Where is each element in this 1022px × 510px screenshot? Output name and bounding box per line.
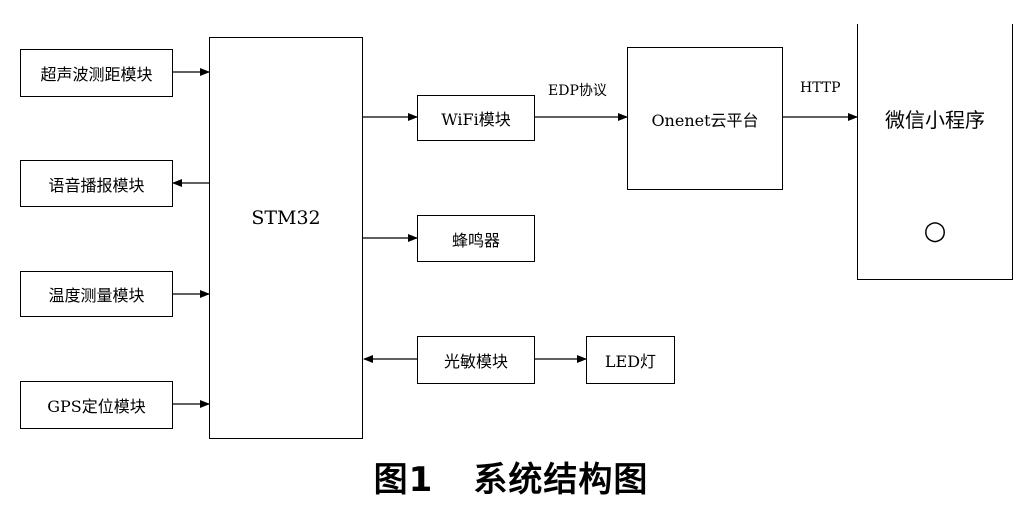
node-gps-label: GPS定位模块 — [47, 397, 146, 416]
node-wifi-label: WiFi模块 — [441, 110, 511, 129]
node-cloud: Onenet云平台 — [627, 47, 783, 190]
node-mini-program: 微信小程序 ○ — [857, 24, 1013, 280]
node-light-sensor: 光敏模块 — [417, 336, 535, 384]
node-mini-program-label: 微信小程序 — [885, 108, 985, 132]
figure-number: 图1 — [373, 460, 434, 500]
node-temperature: 温度测量模块 — [20, 271, 173, 317]
node-mcu: STM32 — [209, 37, 363, 439]
node-ultrasonic: 超声波测距模块 — [20, 49, 173, 97]
node-led: LED灯 — [586, 336, 675, 384]
node-ultrasonic-label: 超声波测距模块 — [40, 65, 153, 84]
mini-program-button-icon: ○ — [923, 216, 947, 246]
edge-label-http: HTTP — [800, 80, 841, 96]
node-gps: GPS定位模块 — [20, 381, 173, 429]
node-led-label: LED灯 — [604, 352, 657, 371]
node-mcu-label: STM32 — [251, 207, 321, 229]
figure-caption: 图1 系统结构图 — [0, 452, 1022, 501]
node-buzzer: 蜂鸣器 — [417, 215, 535, 262]
node-wifi: WiFi模块 — [417, 95, 535, 141]
node-buzzer-label: 蜂鸣器 — [451, 230, 500, 250]
node-voice-label: 语音播报模块 — [48, 175, 145, 195]
figure-title: 系统结构图 — [473, 460, 649, 500]
node-temperature-label: 温度测量模块 — [48, 286, 145, 305]
node-light-sensor-label: 光敏模块 — [443, 352, 508, 371]
node-voice: 语音播报模块 — [20, 160, 173, 207]
edge-label-edp: EDP协议 — [548, 83, 607, 99]
node-cloud-label: Onenet云平台 — [651, 110, 759, 130]
